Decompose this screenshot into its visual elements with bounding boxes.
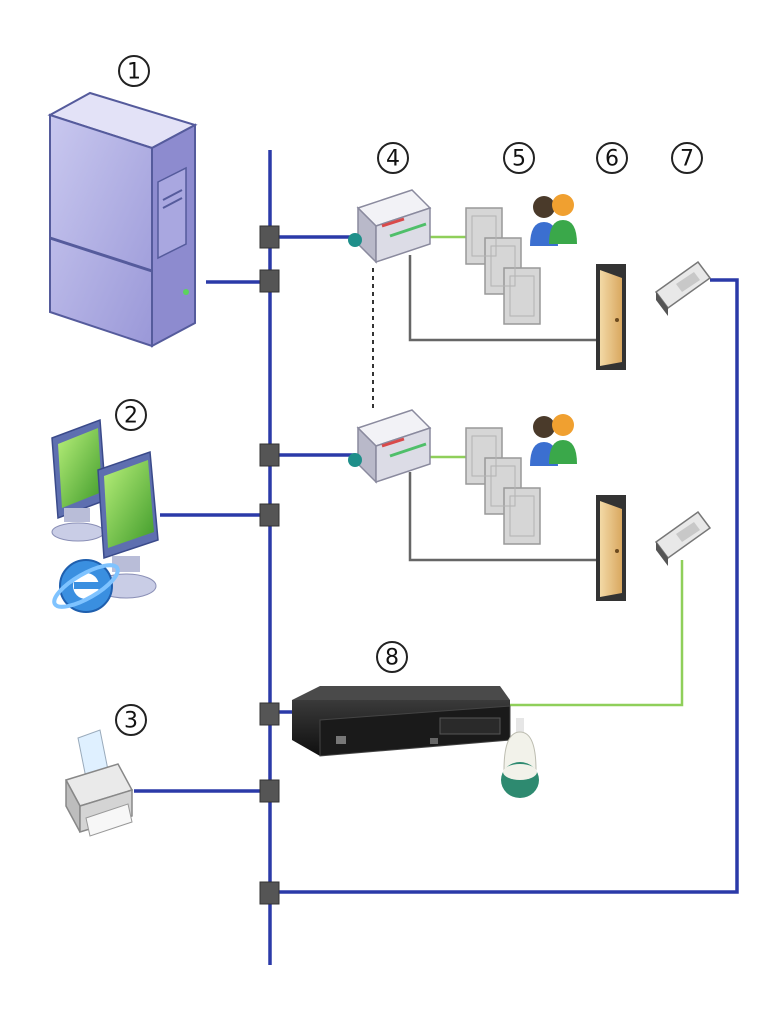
browser-icon	[52, 559, 120, 613]
access-controller-icon	[348, 409, 432, 484]
callout-3-label: 3	[124, 709, 138, 734]
workstation-icon	[51, 418, 159, 599]
door-icon	[596, 264, 626, 370]
port-connector	[259, 702, 280, 726]
port-connector	[259, 779, 280, 803]
users-icon	[530, 414, 577, 466]
usb-enrollment-reader-icon	[654, 260, 712, 316]
controller-1-door-wire	[408, 255, 596, 342]
usb-reader-link	[270, 278, 739, 894]
usb-enrollment-reader-icon	[654, 510, 712, 566]
access-controller-icon	[348, 189, 432, 264]
card-reader-icon	[465, 207, 541, 325]
callout-4-label: 4	[386, 147, 400, 172]
dvr-usb-reader-wire	[510, 560, 684, 707]
port-connector	[259, 443, 280, 467]
callout-6-label: 6	[605, 147, 619, 172]
backbone-ports	[259, 225, 280, 905]
callout-8: 8	[376, 641, 408, 673]
callout-7: 7	[671, 142, 703, 174]
port-connector	[259, 881, 280, 905]
port-connector	[259, 269, 280, 293]
callout-1: 1	[118, 55, 150, 87]
callout-8-label: 8	[385, 646, 399, 671]
callout-7-label: 7	[680, 147, 694, 172]
callout-2-label: 2	[124, 404, 138, 429]
door-icon	[596, 495, 626, 601]
callout-5-label: 5	[512, 147, 526, 172]
dvr-recorder-icon	[292, 686, 511, 757]
dome-camera-icon	[501, 718, 539, 798]
callout-3: 3	[115, 704, 147, 736]
callout-2: 2	[115, 399, 147, 431]
port-connector	[259, 503, 280, 527]
users-icon	[530, 194, 577, 246]
callout-4: 4	[377, 142, 409, 174]
callout-1-label: 1	[127, 60, 141, 85]
callout-5: 5	[503, 142, 535, 174]
controller-2-door-wire	[408, 472, 596, 562]
printer-icon	[64, 729, 134, 837]
network-lines	[134, 150, 739, 965]
callout-6: 6	[596, 142, 628, 174]
port-connector	[259, 225, 280, 249]
server-tower-icon	[47, 91, 198, 348]
card-reader-icon	[465, 427, 541, 545]
